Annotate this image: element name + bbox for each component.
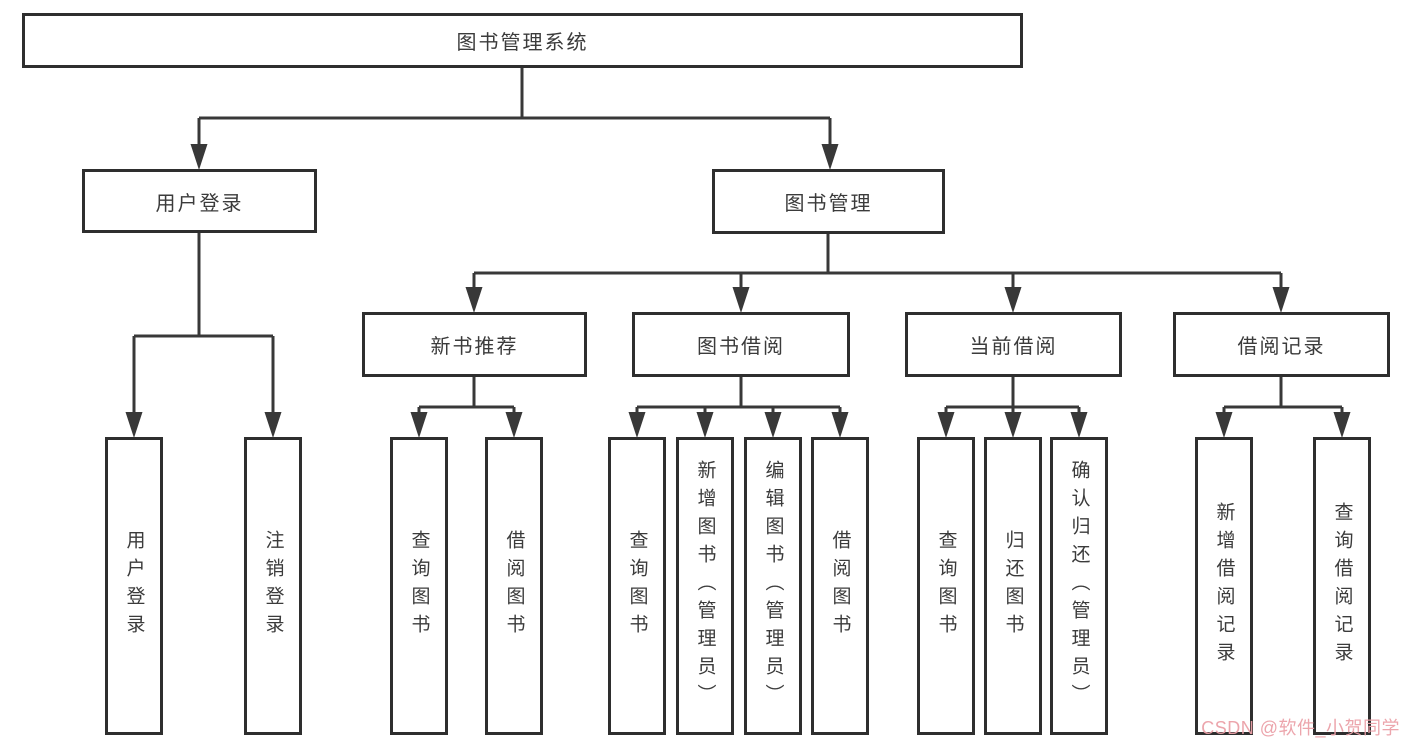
node-leaf-nb-query: 查询图书: [390, 437, 448, 735]
node-label: 查询借阅记录: [1331, 502, 1353, 670]
node-new-book-recommend: 新书推荐: [362, 312, 587, 377]
node-leaf-cb-return: 归还图书: [984, 437, 1042, 735]
arrowhead-icon: [1215, 412, 1233, 438]
arrowhead-icon: [628, 412, 646, 438]
node-label: 用户登录: [123, 530, 145, 642]
node-leaf-nb-borrow: 借阅图书: [485, 437, 543, 735]
node-label: 注销登录: [262, 530, 284, 642]
node-label: 新书推荐: [430, 336, 519, 358]
node-label: 用户登录: [155, 192, 244, 215]
node-label: 新增图书（管理员）: [694, 460, 716, 712]
node-label: 新增借阅记录: [1213, 502, 1235, 670]
node-label: 图书管理系统: [456, 32, 589, 54]
node-label: 图书借阅: [697, 336, 785, 358]
arrowhead-icon: [190, 144, 208, 170]
arrowhead-icon: [831, 412, 849, 438]
arrowhead-icon: [264, 412, 282, 438]
arrowhead-icon: [1272, 287, 1290, 313]
node-label: 借阅图书: [503, 530, 525, 642]
node-label: 查询图书: [408, 530, 430, 642]
node-leaf-bb-borrow: 借阅图书: [811, 437, 869, 735]
watermark: CSDN @软件_小贺同学: [1201, 718, 1400, 738]
arrowhead-icon: [465, 287, 483, 313]
arrowhead-icon: [505, 412, 523, 438]
arrowhead-icon: [1070, 412, 1088, 438]
arrowhead-icon: [696, 412, 714, 438]
node-book-borrow: 图书借阅: [632, 312, 850, 377]
node-leaf-bb-add: 新增图书（管理员）: [676, 437, 734, 735]
node-label: 编辑图书（管理员）: [762, 460, 784, 712]
node-book-management: 图书管理: [712, 169, 945, 234]
arrowhead-icon: [125, 412, 143, 438]
node-label: 查询图书: [626, 530, 648, 642]
node-label: 借阅图书: [829, 530, 851, 642]
arrowhead-icon: [1004, 412, 1022, 438]
node-label: 图书管理: [784, 193, 873, 215]
node-leaf-br-query: 查询借阅记录: [1313, 437, 1371, 735]
node-leaf-user-logout: 注销登录: [244, 437, 302, 735]
arrowhead-icon: [764, 412, 782, 438]
node-leaf-bb-edit: 编辑图书（管理员）: [744, 437, 802, 735]
arrowhead-icon: [1004, 287, 1022, 313]
node-label: 确认归还（管理员）: [1068, 460, 1090, 712]
arrowhead-icon: [1333, 412, 1351, 438]
node-current-borrow: 当前借阅: [905, 312, 1122, 377]
arrowhead-icon: [821, 144, 839, 170]
arrowhead-icon: [937, 412, 955, 438]
node-borrow-record: 借阅记录: [1173, 312, 1390, 377]
node-leaf-user-login: 用户登录: [105, 437, 163, 735]
node-label: 归还图书: [1002, 530, 1024, 642]
node-leaf-cb-query: 查询图书: [917, 437, 975, 735]
node-leaf-bb-query: 查询图书: [608, 437, 666, 735]
node-label: 当前借阅: [969, 336, 1058, 358]
node-label: 借阅记录: [1237, 336, 1326, 358]
node-label: 查询图书: [935, 530, 957, 642]
arrowhead-icon: [732, 287, 750, 313]
node-leaf-cb-confirm: 确认归还（管理员）: [1050, 437, 1108, 735]
node-user-login: 用户登录: [82, 169, 317, 233]
node-root: 图书管理系统: [22, 13, 1023, 68]
arrowhead-icon: [410, 412, 428, 438]
node-leaf-br-add: 新增借阅记录: [1195, 437, 1253, 735]
